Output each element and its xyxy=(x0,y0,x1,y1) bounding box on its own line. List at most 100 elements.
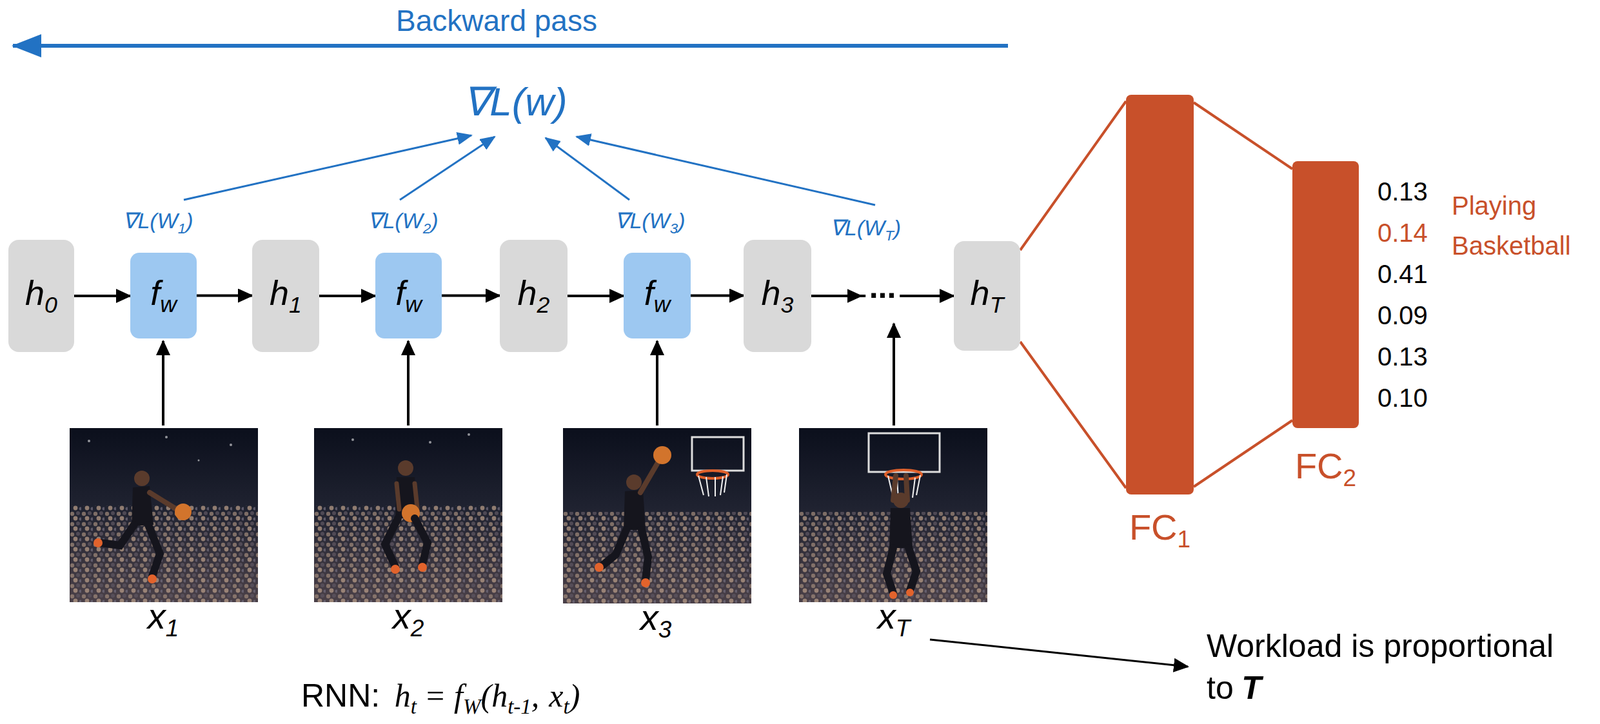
step-gradient: ∇L(W xyxy=(614,208,670,233)
node-label: fw xyxy=(395,274,422,318)
rnn-cell-box: fw xyxy=(623,252,691,339)
frame-label: T xyxy=(895,615,911,642)
subscript-text: 1 xyxy=(1177,526,1192,553)
loss-gradient: ∇L(w) xyxy=(463,79,568,124)
subscript-text: T xyxy=(989,292,1005,318)
symbol-text: h xyxy=(269,273,289,313)
loss-gradient-group: ∇L(w) xyxy=(463,78,568,125)
subscript-text: w xyxy=(159,291,177,318)
node-label: fw xyxy=(644,274,671,318)
fc-connection xyxy=(1193,102,1293,487)
recurrent-arrow xyxy=(319,294,376,298)
connector-label: ... xyxy=(865,270,901,304)
backward-arrow xyxy=(12,43,1008,48)
subscript-text: w xyxy=(404,291,422,318)
step-gradient: ) xyxy=(185,208,193,233)
recurrent-arrow xyxy=(74,294,131,298)
workload-note-group: Workload is proportional toT xyxy=(1206,625,1555,710)
frame-label-group: x3 xyxy=(640,597,672,645)
rnn-formula: t xyxy=(563,695,570,719)
rnn-formula: x xyxy=(548,677,563,714)
symbol-text: f xyxy=(150,273,160,313)
video-frame xyxy=(562,428,752,604)
rnn-formula: = xyxy=(426,677,445,714)
rnn-formula: RNN: xyxy=(301,677,380,714)
step-gradient-group: ∇L(W2) xyxy=(367,208,438,238)
fc-connection xyxy=(1020,101,1126,489)
class-score: 0.13 xyxy=(1377,170,1428,213)
fc-layer-bar: FC1 xyxy=(1125,94,1194,495)
rnn-formula: ) xyxy=(569,677,581,714)
frame-label-group: x1 xyxy=(147,595,180,643)
step-gradient: T xyxy=(884,227,894,244)
node-label: fw xyxy=(150,274,177,318)
rnn-formula: h xyxy=(394,677,411,714)
rnn-formula: W xyxy=(463,695,482,719)
class-name: Playing Basketball xyxy=(1451,191,1571,260)
rnn-formula-group: RNN:ht=fW(ht-1,xt) xyxy=(301,678,580,719)
rnn-formula: f xyxy=(454,677,464,714)
symbol-text: h xyxy=(970,273,990,313)
recurrent-arrow xyxy=(690,294,744,298)
node-label: h3 xyxy=(761,274,794,318)
symbol-text: h xyxy=(517,273,538,313)
subscript-text: 1 xyxy=(288,292,302,318)
frame-label: 3 xyxy=(658,616,672,643)
hidden-state-box: hT xyxy=(953,241,1021,351)
fc-layer-bar: FC2 xyxy=(1292,161,1359,429)
subscript-text: 3 xyxy=(780,292,794,318)
hidden-state-box: h1 xyxy=(252,239,320,353)
rnn-cell-box: fw xyxy=(375,252,442,339)
step-gradient-group: ∇L(WT) xyxy=(829,215,901,245)
class-score: 0.14 xyxy=(1377,212,1428,254)
class-score-group: 0.130.140.410.090.130.10 xyxy=(1377,170,1428,419)
step-gradient: 3 xyxy=(670,220,678,237)
node-label: h0 xyxy=(25,274,58,318)
hidden-state-box: h0 xyxy=(8,239,75,353)
rnn-cell-box: fw xyxy=(130,252,197,339)
symbol-text: f xyxy=(644,273,654,313)
pass-title: Backward pass xyxy=(395,3,598,38)
gradient-arrows xyxy=(183,135,876,206)
layer-label: FC1 xyxy=(1129,507,1191,554)
frame-label: x xyxy=(877,595,896,637)
step-gradient-group: ∇L(W3) xyxy=(614,208,685,238)
step-gradient: 2 xyxy=(423,220,431,237)
video-frame xyxy=(799,428,988,603)
step-gradient: ∇L(W xyxy=(367,208,423,233)
node-label: hT xyxy=(970,274,1005,318)
frame-label: x xyxy=(392,595,411,637)
symbol-text: FC xyxy=(1129,506,1178,548)
frame-label: 1 xyxy=(165,615,180,642)
rnn-formula: (h xyxy=(481,677,509,714)
step-gradient: ∇L(W xyxy=(829,215,885,240)
step-gradient: ) xyxy=(430,208,438,233)
class-score: 0.13 xyxy=(1377,335,1428,378)
workload-arrow xyxy=(929,639,1188,667)
class-name-group: Playing Basketball xyxy=(1451,185,1594,266)
frame-label: x xyxy=(640,597,659,638)
recurrent-arrow xyxy=(196,294,253,298)
step-gradient: ) xyxy=(893,215,901,240)
rnn-formula: t xyxy=(410,695,417,719)
frame-label-group: xT xyxy=(877,595,911,643)
hidden-state-box: h3 xyxy=(743,239,812,353)
subscript-text: 0 xyxy=(44,292,58,318)
symbol-text: h xyxy=(25,273,45,313)
class-score: 0.10 xyxy=(1377,377,1428,419)
step-gradient-group: ∇L(W1) xyxy=(122,208,193,238)
workload-note: T xyxy=(1241,670,1262,707)
frame-label-group: x2 xyxy=(392,595,425,643)
recurrent-arrow xyxy=(567,294,624,298)
class-score: 0.41 xyxy=(1377,253,1428,295)
hidden-state-box: h2 xyxy=(499,239,568,353)
subscript-text: 2 xyxy=(537,292,551,318)
rnn-formula: , xyxy=(531,677,540,714)
frame-label: 2 xyxy=(410,615,425,642)
video-frame xyxy=(314,428,503,603)
